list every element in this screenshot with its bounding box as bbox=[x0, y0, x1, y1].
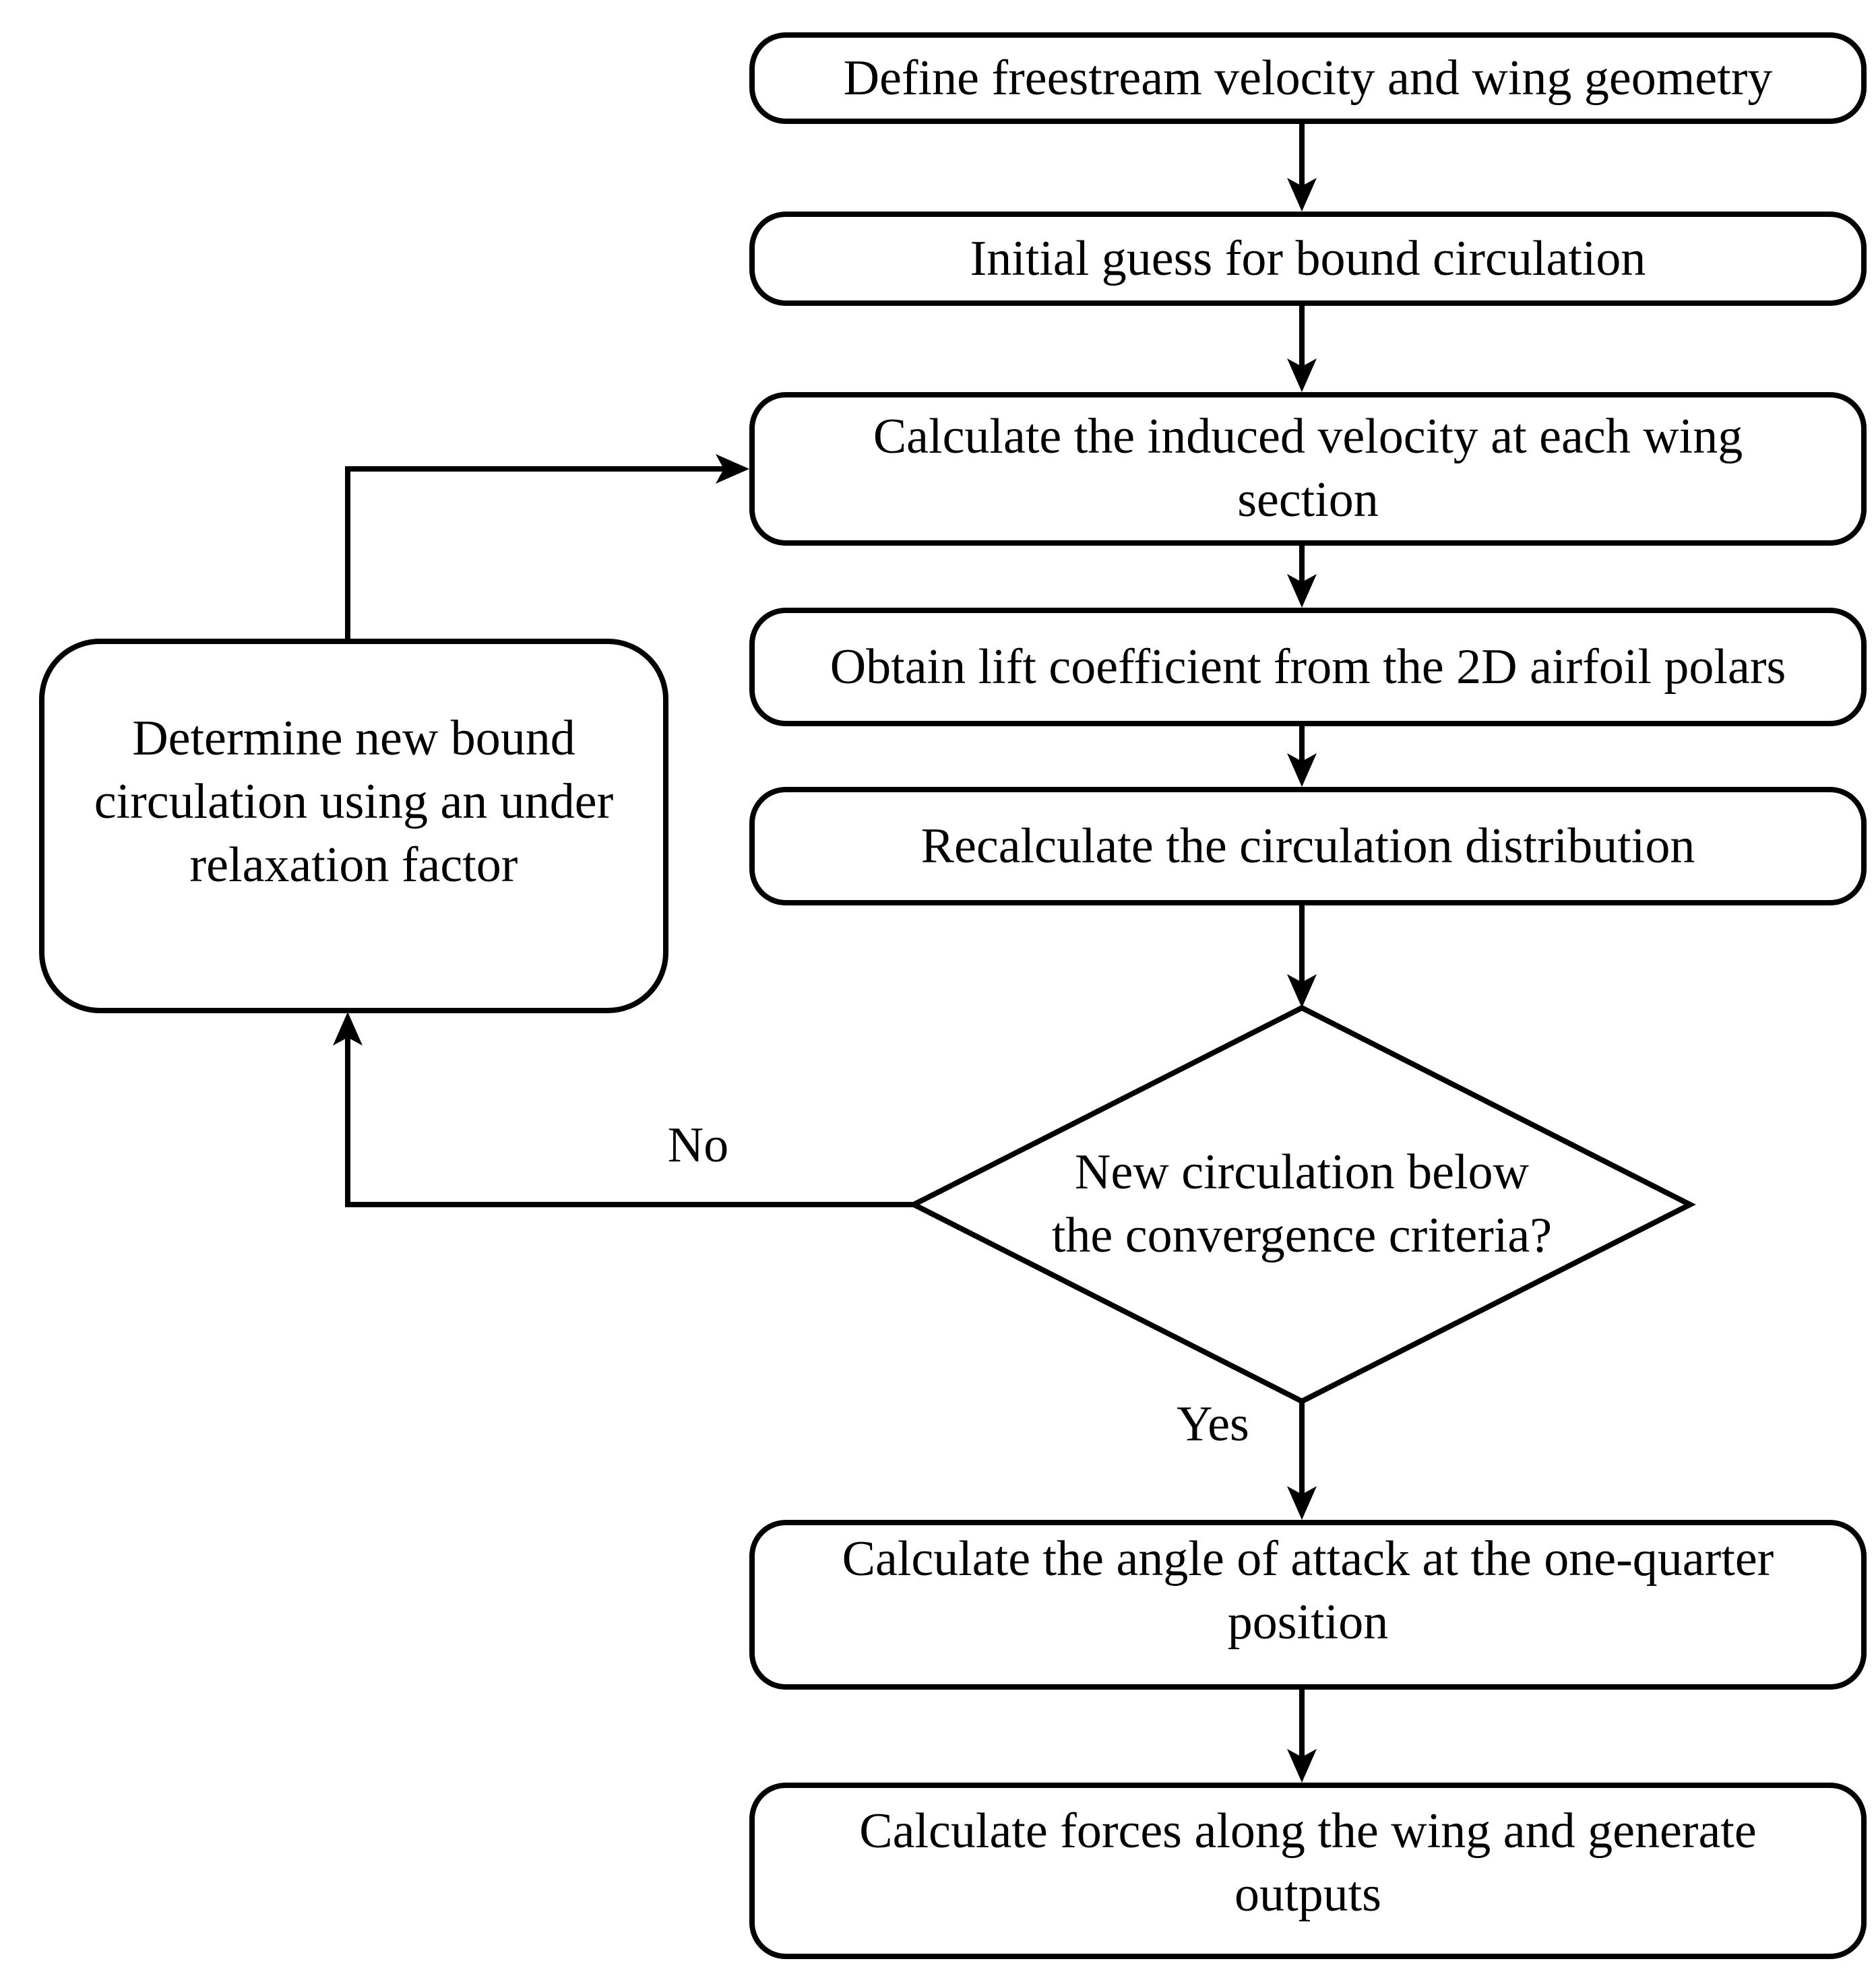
node-initial-guess: Initial guess for bound circulation bbox=[749, 212, 1867, 306]
edge-decision-underrelax-no bbox=[345, 1021, 914, 1207]
node-label: Obtain lift coefficient from the 2D airf… bbox=[830, 639, 1786, 695]
arrowhead-down-icon bbox=[1287, 574, 1317, 608]
node-induced-velocity: Calculate the induced velocity at each w… bbox=[749, 392, 1867, 546]
arrowhead-down-icon bbox=[1287, 178, 1317, 212]
node-recalculate-circulation: Recalculate the circulation distribution bbox=[749, 787, 1867, 905]
edge-label-yes: Yes bbox=[1177, 1397, 1249, 1452]
node-label: relaxation factor bbox=[189, 838, 518, 893]
edge-underrelax-induced bbox=[345, 466, 725, 639]
node-angle-of-attack: Calculate the angle of attack at the one… bbox=[749, 1520, 1867, 1690]
node-under-relaxation: Determine new bound circulation using an… bbox=[39, 639, 668, 1013]
node-label: Calculate the induced velocity at each w… bbox=[873, 410, 1743, 465]
node-calculate-forces: Calculate forces along the wing and gene… bbox=[749, 1783, 1867, 1959]
node-label: the convergence criteria? bbox=[1051, 1209, 1553, 1264]
node-label: outputs bbox=[1234, 1867, 1381, 1922]
node-label: circulation using an under bbox=[94, 775, 614, 830]
arrowhead-down-icon bbox=[1287, 974, 1317, 1008]
arrowhead-right-icon bbox=[716, 454, 749, 484]
node-label: Define freestream velocity and wing geom… bbox=[843, 51, 1773, 106]
arrowhead-down-icon bbox=[1287, 358, 1317, 392]
node-label: Recalculate the circulation distribution bbox=[920, 819, 1695, 874]
node-label: New circulation below bbox=[1075, 1145, 1529, 1201]
arrowhead-down-icon bbox=[1287, 1486, 1317, 1520]
edge-label-no: No bbox=[667, 1118, 729, 1174]
node-label: Determine new bound bbox=[132, 711, 575, 767]
node-label: position bbox=[1227, 1595, 1389, 1651]
node-label: Calculate forces along the wing and gene… bbox=[859, 1803, 1757, 1859]
arrowhead-up-icon bbox=[333, 1012, 363, 1046]
node-lift-coefficient: Obtain lift coefficient from the 2D airf… bbox=[749, 608, 1867, 726]
arrowhead-down-icon bbox=[1287, 1749, 1317, 1783]
node-define-freestream: Define freestream velocity and wing geom… bbox=[749, 32, 1867, 124]
node-label: section bbox=[1237, 473, 1379, 528]
node-label: Initial guess for bound circulation bbox=[970, 231, 1646, 286]
node-convergence-decision: New circulation below the convergence cr… bbox=[914, 1008, 1690, 1401]
arrowhead-down-icon bbox=[1287, 753, 1317, 787]
node-label: Calculate the angle of attack at the one… bbox=[842, 1532, 1774, 1587]
